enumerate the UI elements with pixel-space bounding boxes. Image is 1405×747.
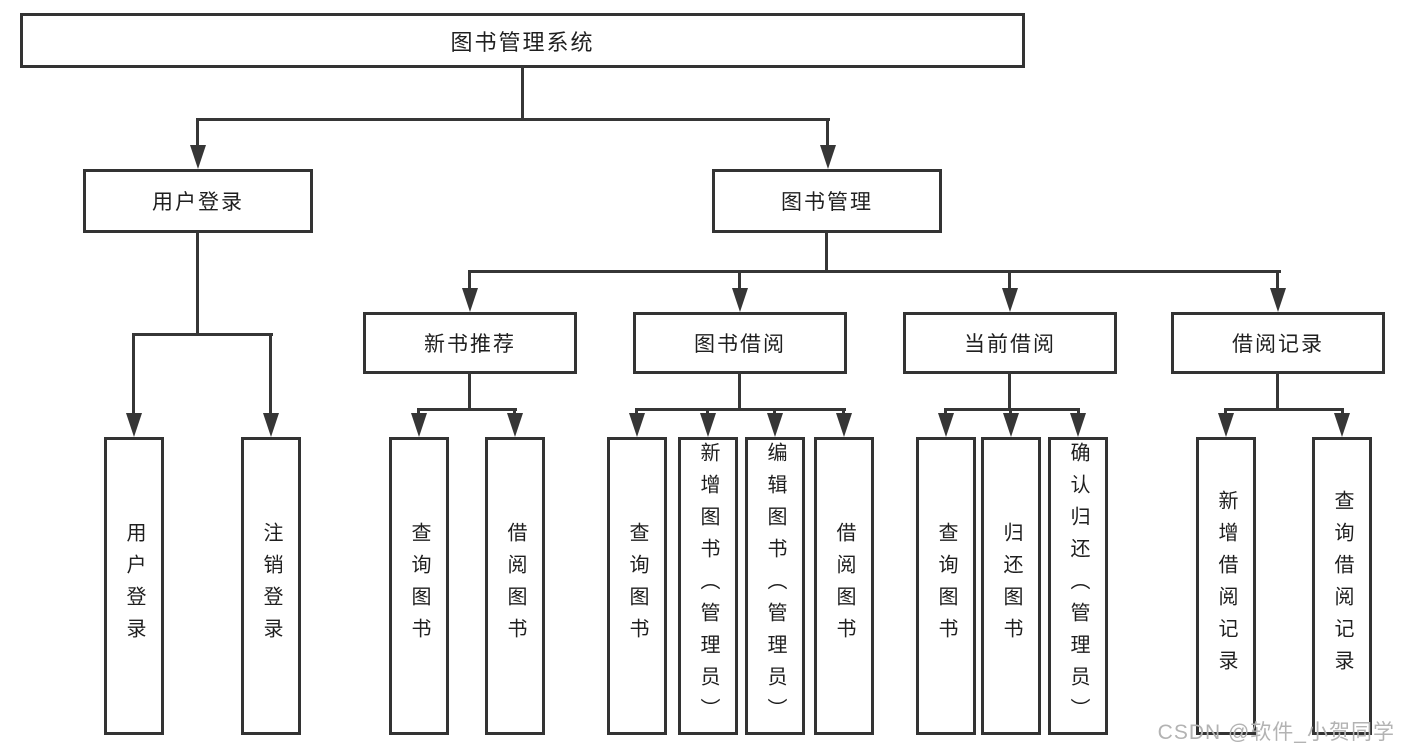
arrow-down-icon	[938, 413, 954, 437]
connector-drop	[738, 372, 741, 411]
leaf-query-borrow-record: 查询借阅记录	[1312, 437, 1372, 735]
leaf-add-books-admin: 新增图书（管理员）	[678, 437, 738, 735]
connector-stem	[1276, 270, 1279, 292]
node-current-borrowing: 当前借阅	[903, 312, 1117, 374]
connector-hline	[417, 408, 517, 411]
arrow-down-icon	[126, 413, 142, 437]
leaf-logout-login: 注销登录	[241, 437, 301, 735]
connector-stem	[132, 333, 135, 418]
node-new-book-recommendation: 新书推荐	[363, 312, 577, 374]
leaf-return-books: 归还图书	[981, 437, 1041, 735]
node-user-login: 用户登录	[83, 169, 313, 233]
connector-drop	[1008, 372, 1011, 411]
node-book-borrowing: 图书借阅	[633, 312, 847, 374]
leaf-user-login: 用户登录	[104, 437, 164, 735]
csdn-watermark: CSDN @软件_小贺同学	[1157, 721, 1395, 744]
arrow-down-icon	[1003, 413, 1019, 437]
leaf-borrow-books-newrec: 借阅图书	[485, 437, 545, 735]
connector-level2-hline	[196, 118, 830, 121]
connector-stem	[468, 270, 471, 292]
arrow-down-icon	[1334, 413, 1350, 437]
connector-userlogin-stem	[196, 118, 199, 150]
arrow-down-icon	[700, 413, 716, 437]
arrow-down-icon	[263, 413, 279, 437]
arrow-down-icon	[507, 413, 523, 437]
connector-root-drop	[521, 66, 524, 120]
arrow-down-icon	[1218, 413, 1234, 437]
arrow-down-icon	[462, 288, 478, 312]
arrow-down-icon	[1070, 413, 1086, 437]
arrow-down-icon	[1270, 288, 1286, 312]
connector-drop	[1276, 372, 1279, 411]
connector-hline	[944, 408, 1080, 411]
connector-bookmgmt-stem	[826, 118, 829, 150]
connector-level3-hline	[468, 270, 1281, 273]
arrow-down-icon	[190, 145, 206, 169]
arrow-down-icon	[732, 288, 748, 312]
arrow-down-icon	[820, 145, 836, 169]
connector-stem	[738, 270, 741, 292]
connector-userlogin-hline	[132, 333, 273, 336]
connector-userlogin-drop	[196, 231, 199, 336]
arrow-down-icon	[411, 413, 427, 437]
arrow-down-icon	[629, 413, 645, 437]
connector-stem	[269, 333, 272, 418]
leaf-query-books-newrec: 查询图书	[389, 437, 449, 735]
leaf-query-books-borrowing: 查询图书	[607, 437, 667, 735]
connector-bookmgmt-drop	[825, 231, 828, 273]
connector-drop	[468, 372, 471, 411]
leaf-confirm-return-admin: 确认归还（管理员）	[1048, 437, 1108, 735]
leaf-borrow-books-borrowing: 借阅图书	[814, 437, 874, 735]
arrow-down-icon	[836, 413, 852, 437]
connector-hline	[635, 408, 846, 411]
node-book-management: 图书管理	[712, 169, 942, 233]
connector-stem	[1008, 270, 1011, 292]
node-borrowing-records: 借阅记录	[1171, 312, 1385, 374]
connector-hline	[1224, 408, 1344, 411]
arrow-down-icon	[767, 413, 783, 437]
leaf-edit-books-admin: 编辑图书（管理员）	[745, 437, 805, 735]
leaf-add-borrow-record: 新增借阅记录	[1196, 437, 1256, 735]
node-library-system: 图书管理系统	[20, 13, 1025, 68]
leaf-query-books-current: 查询图书	[916, 437, 976, 735]
arrow-down-icon	[1002, 288, 1018, 312]
